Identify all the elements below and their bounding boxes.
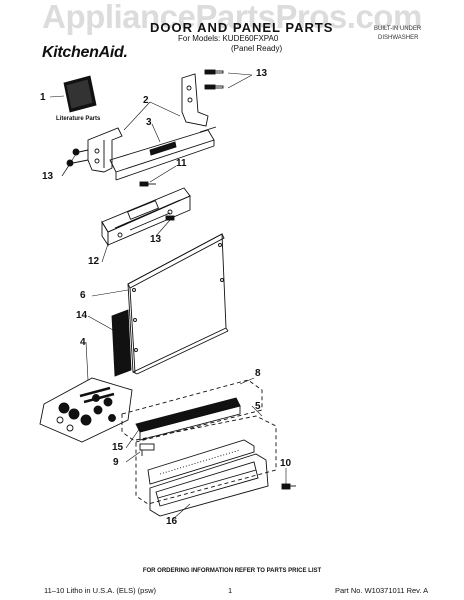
dashed-box-part-5 xyxy=(135,415,277,505)
outer-door-panel xyxy=(127,233,229,375)
callout-2: 2 xyxy=(143,95,149,106)
product-type-line2: DISHWASHER xyxy=(378,35,419,41)
handle-trim-part-16 xyxy=(147,439,269,517)
callout-5: 5 xyxy=(255,401,261,412)
panel-ready-note: (Panel Ready) xyxy=(231,44,283,53)
callout-6: 6 xyxy=(80,290,86,301)
callout-14: 14 xyxy=(76,310,88,321)
part-number: Part No. W10371011 Rev. A xyxy=(335,586,429,595)
callout-13-top: 13 xyxy=(256,68,268,79)
callout-3: 3 xyxy=(146,117,152,128)
callout-13-left: 13 xyxy=(42,171,54,182)
callout-1: 1 xyxy=(40,92,46,103)
leader-lines xyxy=(49,72,287,521)
door-insulation xyxy=(111,309,132,377)
callout-11: 11 xyxy=(176,158,187,169)
page-number: 1 xyxy=(228,586,233,595)
right-hinge-bracket xyxy=(181,73,209,127)
callout-4: 4 xyxy=(80,337,86,348)
screws-top-right xyxy=(204,69,224,90)
callout-16: 16 xyxy=(166,516,178,527)
product-type-line1: BUILT-IN UNDER xyxy=(374,26,422,32)
callout-13-middle: 13 xyxy=(150,234,162,245)
left-hinge-bracket xyxy=(87,127,123,173)
page-title: DOOR AND PANEL PARTS xyxy=(150,20,334,35)
literature-booklet xyxy=(63,75,97,113)
callout-12: 12 xyxy=(88,256,100,267)
ordering-note: FOR ORDERING INFORMATION REFER TO PARTS … xyxy=(142,568,322,574)
screw-part-11 xyxy=(139,181,156,187)
screw-part-10 xyxy=(281,483,296,490)
callout-10: 10 xyxy=(280,458,292,469)
watermark: AppliancePartsPros.com xyxy=(42,0,422,35)
brand-logo: KitchenAid. xyxy=(42,44,128,61)
hardware-bag xyxy=(39,377,133,443)
callout-9: 9 xyxy=(113,457,119,468)
control-panel-assembly xyxy=(101,187,191,247)
model-line: For Models: KUDE60FXPA0 xyxy=(178,34,279,43)
callout-15: 15 xyxy=(112,442,124,453)
handle-bar-part-15 xyxy=(135,397,241,441)
litho-line: 11–10 Litho in U.S.A. (ELS) (psw) xyxy=(44,586,156,595)
callout-8: 8 xyxy=(255,368,261,379)
literature-parts-label: Literature Parts xyxy=(56,116,101,122)
screw-middle xyxy=(165,215,175,221)
door-panel-bar xyxy=(109,126,217,181)
clip-part-9 xyxy=(139,443,155,456)
